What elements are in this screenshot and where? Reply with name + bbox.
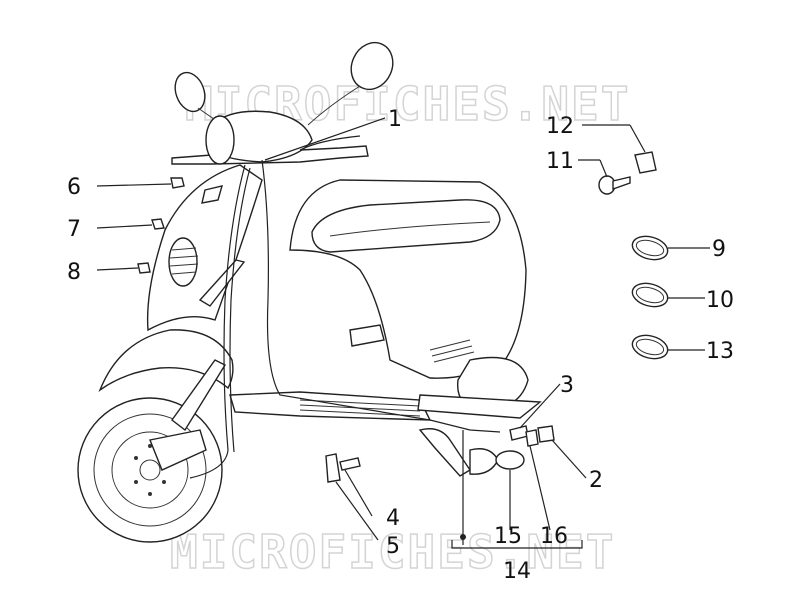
part-16-fitting [525,429,539,447]
callout-6: 6 [67,175,81,200]
part-10-clamp [631,282,669,308]
callout-8: 8 [67,260,81,285]
rear-floor [417,394,542,419]
watermark-bottom: MICROFICHES.NET [170,525,615,579]
part-3-connector [509,425,529,441]
headset [211,110,313,163]
callout-13: 13 [706,339,734,364]
part-12-clip-nut [634,151,657,174]
callout-4: 4 [386,506,400,531]
leader-lines [96,117,710,549]
mirror-right [307,41,394,126]
rear-bracket [469,448,499,475]
headlight [205,115,235,165]
callout-7: 7 [67,217,81,242]
front-fender [98,329,234,392]
part-11-screw [598,175,631,195]
badge [201,185,224,204]
part-2-cap [537,425,555,443]
part-8-clip [137,262,151,274]
callout-2: 2 [589,468,603,493]
front-wheel [77,397,223,543]
callout-1: 1 [388,107,402,132]
callout-10: 10 [706,288,734,313]
brake-caliper [149,429,207,471]
part-5-bracket [325,453,341,483]
scooter-illustration [77,41,542,543]
callout-11: 11 [546,149,574,174]
part-6-clip [170,177,185,189]
part-13-clamp [631,334,669,360]
callout-14: 14 [503,559,531,584]
callout-9: 9 [712,237,726,262]
legshield [146,164,263,332]
part-15-ring [495,450,525,470]
callout-5: 5 [386,534,400,559]
callout-3: 3 [560,373,574,398]
part-7-clip [151,218,165,230]
horn-grille [168,237,198,287]
part-9-clamp [631,235,669,261]
seat [311,199,501,253]
callout-16: 16 [540,524,568,549]
callout-15: 15 [494,524,522,549]
part-4-bolt [339,457,361,471]
side-badge [349,324,385,347]
callout-12: 12 [546,114,574,139]
front-fork [171,359,226,432]
cable-harness [189,135,501,479]
